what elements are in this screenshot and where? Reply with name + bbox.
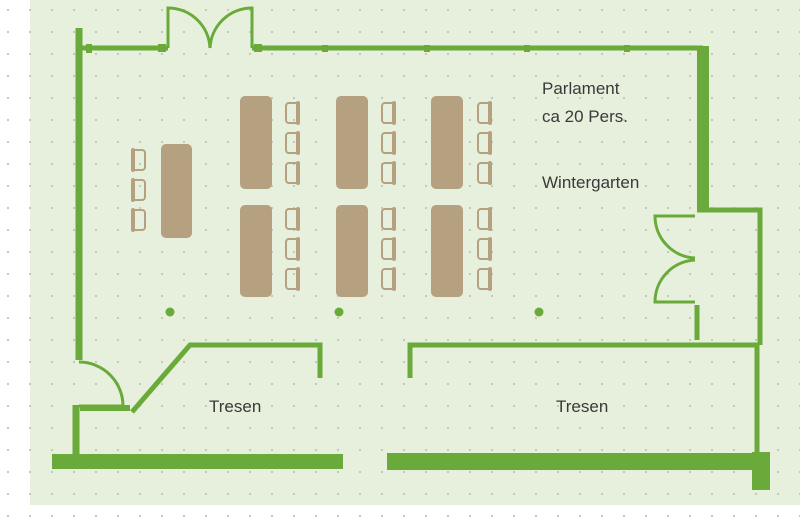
columns <box>165 307 544 317</box>
chair-icon <box>477 101 492 125</box>
chair-icon <box>131 208 146 232</box>
chairs <box>131 101 492 291</box>
table-icon <box>161 144 192 238</box>
walls <box>72 28 763 462</box>
counter-label-left: Tresen <box>209 397 261 416</box>
chair-icon <box>131 178 146 202</box>
room-name: Parlament <box>542 79 620 98</box>
table-icon <box>240 205 272 297</box>
chair-icon <box>285 101 300 125</box>
chair-icon <box>477 161 492 185</box>
tables <box>161 96 463 297</box>
window-marks <box>86 44 630 53</box>
chair-icon <box>381 101 396 125</box>
chair-icon <box>381 267 396 291</box>
chair-icon <box>285 131 300 155</box>
chair-icon <box>285 237 300 261</box>
chair-icon <box>131 148 146 172</box>
table-icon <box>336 205 368 297</box>
door-swing-icon <box>78 360 125 408</box>
table-icon <box>431 96 463 189</box>
door-swing-icon <box>653 214 696 304</box>
chair-icon <box>285 207 300 231</box>
area-label: Wintergarten <box>542 173 639 192</box>
chair-icon <box>477 237 492 261</box>
chair-icon <box>477 267 492 291</box>
chair-icon <box>477 131 492 155</box>
counter-label-right: Tresen <box>556 397 608 416</box>
chair-icon <box>381 161 396 185</box>
chair-icon <box>285 161 300 185</box>
chair-icon <box>381 207 396 231</box>
chair-icon <box>381 237 396 261</box>
column-icon <box>165 307 175 317</box>
chair-icon <box>477 207 492 231</box>
table-icon <box>431 205 463 297</box>
chair-icon <box>381 131 396 155</box>
door-swing-icon <box>166 6 254 49</box>
bottom-wall-left <box>52 454 343 469</box>
chair-icon <box>285 267 300 291</box>
corner-block <box>752 452 770 490</box>
table-icon <box>240 96 272 189</box>
table-icon <box>336 96 368 189</box>
column-icon <box>334 307 344 317</box>
room-capacity: ca 20 Pers. <box>542 107 628 126</box>
bottom-wall-right <box>387 453 759 470</box>
column-icon <box>534 307 544 317</box>
